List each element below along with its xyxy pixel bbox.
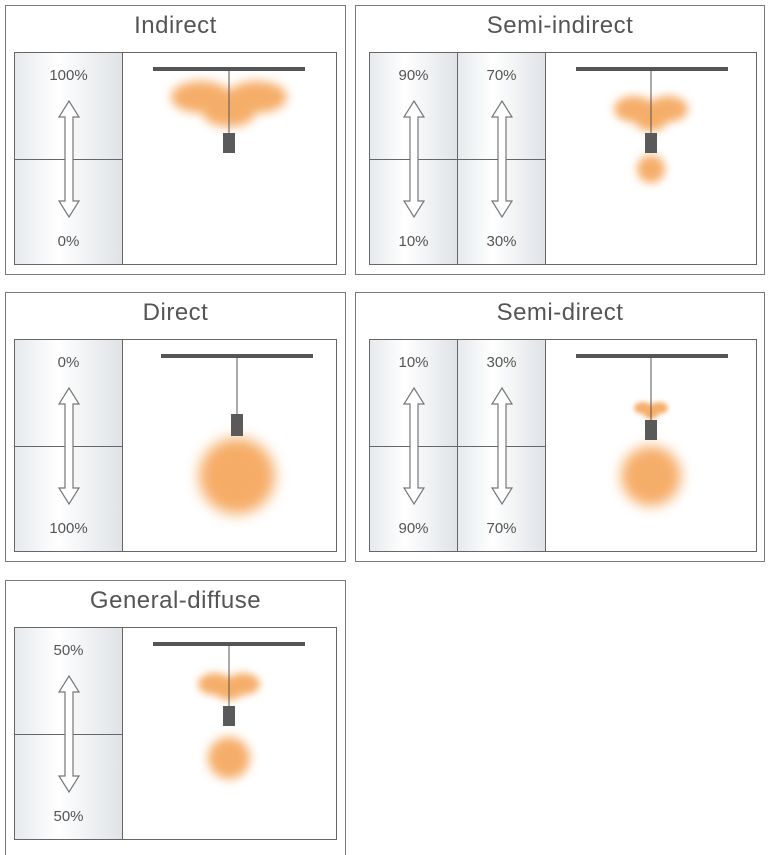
lamp-icon [223,706,235,726]
distribution-column: 50% 50% [15,628,123,839]
downward-percent: 30% [486,233,517,250]
luminaire-scene [123,628,336,839]
downward-light-glow [208,737,250,779]
downward-percent: 70% [486,520,517,537]
upward-light-glow [171,81,287,127]
panel-indirect: Indirect 100% 0% [5,5,346,275]
distribution-column: 100% 0% [15,53,123,264]
lamp-icon [645,420,657,440]
upward-percent: 70% [486,67,517,84]
upward-percent: 10% [398,354,429,371]
upward-light-glow [614,96,688,131]
downward-percent: 100% [49,520,88,537]
upward-percent: 90% [398,67,429,84]
downward-light-glow [637,155,665,183]
panel-body: 0% 100% [14,339,337,552]
double-arrow-icon [490,99,513,218]
downward-light-glow [621,446,681,506]
panel-general-diffuse: General-diffuse 50% 50% [5,580,346,855]
panel-semi-direct: Semi-direct 10% 90% 30% 70% [355,292,765,562]
panel-title: Semi-direct [496,299,624,326]
double-arrow-icon [57,386,80,505]
double-arrow-icon [402,99,425,218]
luminaire-scene [123,340,336,551]
lamp-icon [645,133,657,153]
panel-title: Indirect [134,12,217,39]
panel-direct: Direct 0% 100% [5,292,346,562]
downward-percent: 90% [398,520,429,537]
distribution-column: 0% 100% [15,340,123,551]
double-arrow-icon [490,386,513,505]
double-arrow-icon [57,99,80,218]
downward-percent: 50% [53,808,84,825]
luminaire-scene [123,53,336,264]
distribution-column: 10% 90% [370,340,458,551]
downward-light-glow [199,438,275,514]
luminaire-scene [546,340,756,551]
double-arrow-icon [57,674,80,793]
downward-percent: 10% [398,233,429,250]
lamp-icon [223,133,235,153]
ceiling-bar [576,354,728,358]
downward-percent: 0% [57,233,80,250]
panel-body: 10% 90% 30% 70% [369,339,757,552]
distribution-column: 90% 10% [370,53,458,264]
ceiling-bar [153,642,305,646]
luminaire-scene [546,53,756,264]
panel-body: 50% 50% [14,627,337,840]
ceiling-bar [576,67,728,71]
upward-percent: 100% [49,67,88,84]
distribution-column: 70% 30% [458,53,546,264]
upward-light-glow [634,402,668,419]
upward-percent: 30% [486,354,517,371]
panel-title: Direct [142,299,209,326]
panel-body: 100% 0% [14,52,337,265]
ceiling-bar [161,354,313,358]
double-arrow-icon [402,386,425,505]
ceiling-bar [153,67,305,71]
upward-percent: 50% [53,642,84,659]
panel-title: Semi-indirect [486,12,634,39]
panel-body: 90% 10% 70% 30% [369,52,757,265]
panel-title: General-diffuse [89,587,262,614]
panel-semi-indirect: Semi-indirect 90% 10% 70% 30% [355,5,765,275]
lamp-icon [231,414,243,436]
upward-percent: 0% [57,354,80,371]
distribution-column: 30% 70% [458,340,546,551]
